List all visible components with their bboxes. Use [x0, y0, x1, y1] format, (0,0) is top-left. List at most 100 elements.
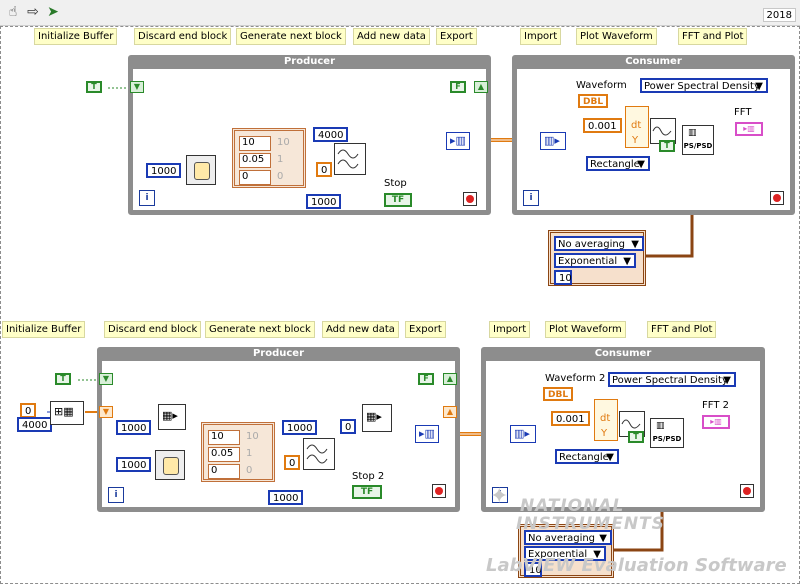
- window-value: Rectangle: [559, 452, 609, 463]
- initialize-array-icon[interactable]: ⊞▦: [50, 401, 84, 425]
- averages-count[interactable]: 10: [524, 562, 542, 577]
- signal-params-cluster[interactable]: 10 0.05 0 10 1 0: [201, 422, 275, 482]
- weighting-ring[interactable]: Exponential▼: [524, 546, 606, 561]
- sine-waveform-vi-icon[interactable]: [303, 438, 335, 470]
- stop-condition-icon: [740, 484, 754, 498]
- psd-mode-value: Power Spectral Density: [644, 81, 760, 92]
- step-arrow-icon[interactable]: ⇨: [27, 4, 39, 20]
- fft-graph-indicator-icon: ▸▥: [735, 122, 763, 136]
- rate-constant[interactable]: 1000: [146, 163, 182, 178]
- shift-register-right-icon: ▲: [474, 81, 488, 93]
- build-waveform-node[interactable]: dt Y: [625, 106, 649, 148]
- dt-terminal: dt: [600, 413, 611, 424]
- weighting-ring[interactable]: Exponential▼: [554, 253, 636, 268]
- psd-vi-node[interactable]: ▥ PS/PSD: [650, 418, 684, 448]
- stop-control[interactable]: TF: [352, 485, 382, 499]
- label-discard-end-block: Discard end block: [134, 28, 232, 45]
- label-initialize-buffer: Initialize Buffer: [34, 28, 118, 45]
- fft-label: FFT: [734, 107, 752, 118]
- wait-timer-icon[interactable]: [186, 155, 216, 185]
- stop-condition-icon: [463, 192, 477, 206]
- chevron-down-icon: ▼: [599, 533, 607, 544]
- consumer-loop-title: Consumer: [594, 348, 652, 359]
- dt-constant[interactable]: 0.001: [583, 118, 622, 133]
- false-constant[interactable]: F: [418, 373, 434, 385]
- build-waveform-node[interactable]: dt Y: [594, 399, 618, 441]
- sine-waveform-vi-icon[interactable]: [334, 143, 366, 175]
- init-zero-constant[interactable]: 0: [20, 403, 37, 418]
- psd-mode-value: Power Spectral Density: [612, 375, 728, 386]
- averaging-params-cluster[interactable]: No averaging▼ Exponential▼ 10: [548, 230, 646, 286]
- iteration-terminal: i: [139, 190, 155, 206]
- true-constant[interactable]: T: [55, 373, 71, 385]
- psd-mode-ring[interactable]: Power Spectral Density▼: [640, 78, 768, 93]
- dequeue-element-icon[interactable]: ▥▸: [540, 132, 566, 150]
- cluster-dim-value: 1: [277, 154, 284, 165]
- chevron-down-icon: ▼: [755, 81, 763, 92]
- rate-constant[interactable]: 1000: [116, 457, 152, 472]
- cluster-dim-value: 10: [277, 137, 290, 148]
- array-subset-icon[interactable]: ▦▸: [158, 404, 186, 430]
- cluster-value-amplitude: 10: [211, 431, 224, 442]
- shift-register-left-icon: ▼: [130, 81, 144, 93]
- dt-constant[interactable]: 0.001: [551, 411, 590, 426]
- fft-label: FFT 2: [702, 400, 729, 411]
- offset-constant[interactable]: 0: [316, 162, 333, 177]
- chevron-down-icon: ▼: [606, 452, 614, 463]
- samples-constant[interactable]: 4000: [313, 127, 349, 142]
- replace-array-subset-icon[interactable]: ▦▸: [362, 404, 392, 432]
- stop-control[interactable]: TF: [384, 193, 412, 207]
- wait-ms-constant[interactable]: 1000: [268, 490, 304, 505]
- psd-mode-ring[interactable]: Power Spectral Density▼: [608, 372, 736, 387]
- cluster-value-amplitude: 10: [242, 137, 255, 148]
- hand-tool-icon[interactable]: ☝: [8, 4, 18, 20]
- y-terminal: Y: [601, 428, 608, 439]
- averaging-mode-ring[interactable]: No averaging▼: [524, 530, 612, 545]
- waveform-indicator: DBL: [543, 387, 574, 401]
- wait-timer-icon[interactable]: [155, 450, 185, 480]
- label-generate-next-block: Generate next block: [205, 321, 315, 338]
- label-add-new-data: Add new data: [322, 321, 399, 338]
- true-constant[interactable]: T: [628, 431, 644, 443]
- watermark-brand-line1: NATIONAL: [520, 496, 625, 516]
- producer-loop[interactable]: Producer i: [128, 55, 491, 215]
- watermark-brand-line2: INSTRUMENTS: [516, 514, 665, 534]
- dequeue-element-icon[interactable]: ▥▸: [510, 425, 536, 443]
- window-value: Rectangle: [590, 159, 640, 170]
- toolbar: ☝ ⇨ ➤ 2018: [0, 0, 800, 26]
- stop-label: Stop: [384, 178, 407, 189]
- run-arrow-icon[interactable]: ➤: [47, 4, 59, 20]
- psd-vi-node[interactable]: ▥ PS/PSD: [682, 125, 714, 155]
- averaging-mode-value: No averaging: [528, 533, 596, 544]
- psd-node-label: PS/PSD: [683, 142, 713, 150]
- waveform-label: Waveform 2: [545, 373, 606, 384]
- signal-params-cluster[interactable]: 10 0.05 0 10 1 0: [232, 128, 306, 188]
- stop-condition-icon: [432, 484, 446, 498]
- false-constant[interactable]: F: [450, 81, 466, 93]
- enqueue-element-icon[interactable]: ▸▥: [415, 425, 439, 443]
- window-ring[interactable]: Rectangle▼: [555, 449, 619, 464]
- consumer-loop-title: Consumer: [625, 56, 682, 67]
- stop-condition-icon: [770, 191, 784, 205]
- label-fft-and-plot: FFT and Plot: [647, 321, 717, 338]
- buffer-size-constant[interactable]: 4000: [17, 417, 53, 432]
- cluster-dim-value: 0: [277, 171, 284, 182]
- averages-count[interactable]: 10: [554, 270, 572, 285]
- producer-loop[interactable]: Producer i: [97, 347, 460, 512]
- subset-length-constant[interactable]: 1000: [116, 420, 152, 435]
- chevron-down-icon: ▼: [593, 549, 601, 560]
- averaging-mode-ring[interactable]: No averaging▼: [554, 236, 644, 251]
- offset-constant[interactable]: 0: [284, 455, 301, 470]
- true-constant[interactable]: T: [659, 140, 675, 152]
- stop-label: Stop 2: [352, 471, 385, 482]
- replace-index-constant[interactable]: 0: [340, 419, 357, 434]
- window-ring[interactable]: Rectangle▼: [586, 156, 650, 171]
- true-constant[interactable]: T: [86, 81, 102, 93]
- enqueue-element-icon[interactable]: ▸▥: [446, 132, 470, 150]
- samples-constant[interactable]: 1000: [282, 420, 318, 435]
- averaging-params-cluster[interactable]: No averaging▼ Exponential▼ 10: [518, 524, 614, 578]
- wait-ms-constant[interactable]: 1000: [306, 194, 342, 209]
- waveform-indicator: DBL: [578, 94, 609, 108]
- chevron-down-icon: ▼: [623, 256, 631, 267]
- chevron-down-icon: ▼: [637, 159, 645, 170]
